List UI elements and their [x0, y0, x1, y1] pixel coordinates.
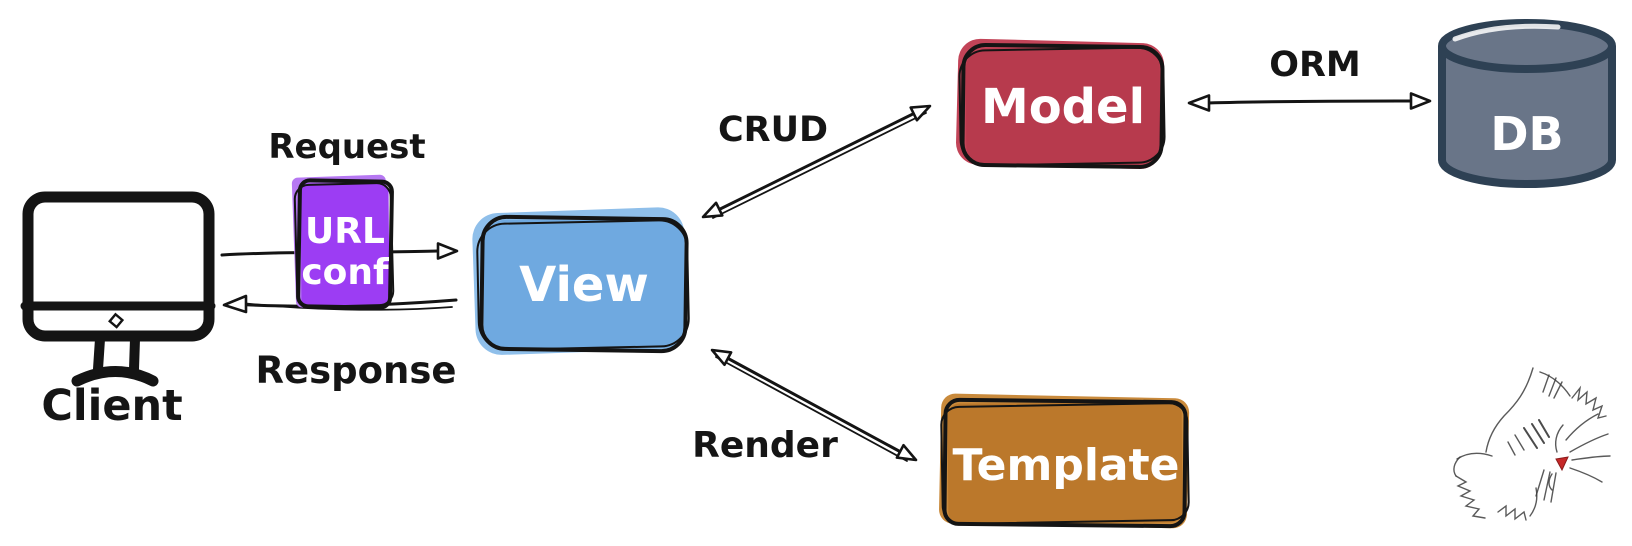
crud-label: CRUD — [718, 110, 828, 150]
request-arrowhead — [436, 242, 459, 260]
orm-arrowhead-db — [1409, 92, 1432, 110]
urlconf-node: URL conf — [291, 174, 395, 310]
response-edge: Response — [222, 294, 458, 392]
monitor-logo-icon — [108, 312, 125, 329]
client-label: Client — [41, 381, 182, 431]
request-label: Request — [268, 127, 425, 167]
model-label: Model — [981, 79, 1145, 135]
crud-edge: CRUD — [701, 104, 932, 219]
crud-arrowhead-view — [701, 201, 724, 219]
urlconf-label-line2: conf — [301, 252, 389, 293]
response-label: Response — [256, 349, 457, 392]
orm-label: ORM — [1269, 45, 1361, 85]
client-node: Client — [20, 191, 216, 431]
cat-sketch — [1453, 367, 1611, 521]
crud-arrowhead-model — [909, 104, 932, 122]
render-arrowhead-view — [710, 348, 733, 367]
monitor-icon — [20, 191, 216, 387]
model-node: Model — [956, 38, 1166, 170]
render-label: Render — [692, 425, 838, 466]
orm-edge: ORM — [1187, 45, 1432, 112]
db-label: DB — [1490, 107, 1563, 161]
orm-arrowhead-model — [1187, 94, 1211, 112]
db-node: DB — [1438, 19, 1616, 188]
cat-nose — [1555, 456, 1569, 472]
response-arrowhead — [222, 294, 248, 314]
view-node: View — [472, 207, 690, 355]
db-highlight — [1452, 23, 1561, 42]
template-label: Template — [952, 440, 1179, 491]
view-label: View — [519, 257, 649, 313]
render-edge: Render — [692, 348, 918, 466]
urlconf-label-line1: URL — [305, 211, 385, 252]
render-arrowhead-template — [895, 443, 918, 462]
template-node: Template — [939, 393, 1190, 529]
